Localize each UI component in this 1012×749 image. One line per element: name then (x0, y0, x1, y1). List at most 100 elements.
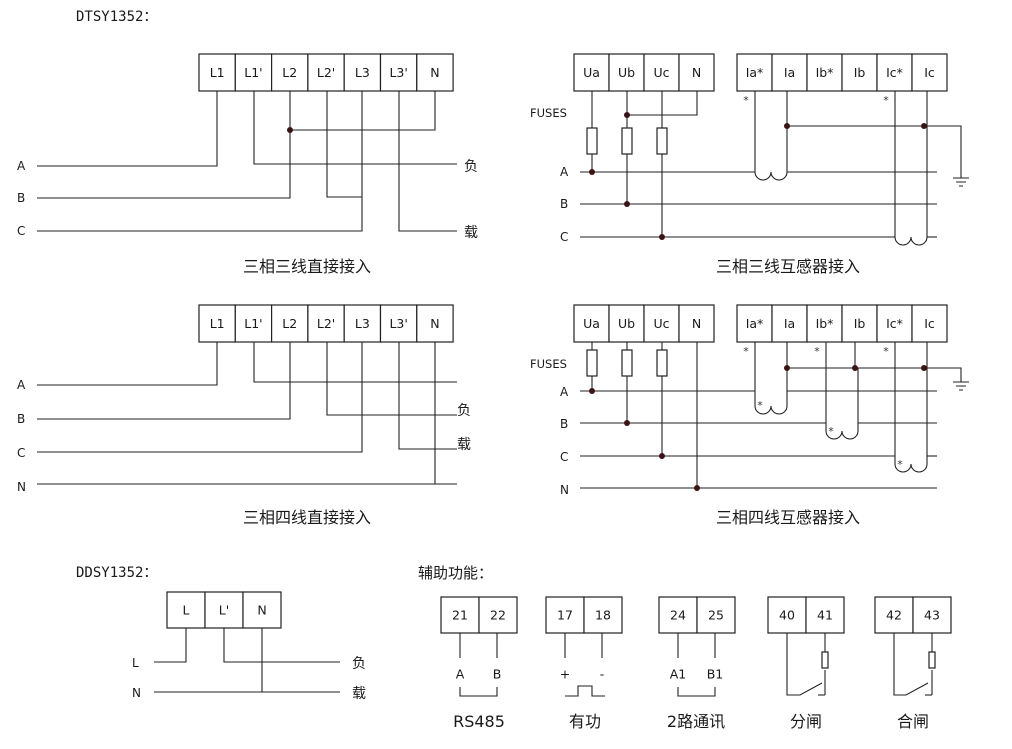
model-title-ddsy: DDSY1352： (76, 565, 157, 581)
terminal-box (416, 304, 454, 343)
terminal-cell: L1' (234, 304, 273, 343)
terminal-cell: 17 (545, 596, 585, 634)
aux-caption: RS485 (453, 712, 505, 731)
terminal-cell: 43 (912, 596, 952, 634)
polarity-mark: * (814, 345, 820, 358)
aux-sub-label: - (600, 667, 605, 682)
terminal-label: Ia* (746, 65, 764, 80)
terminal-cell: L2 (271, 304, 309, 343)
terminal-label: L3' (389, 316, 407, 331)
terminal-cell: Ic (911, 53, 948, 92)
terminal-label: L' (219, 603, 229, 618)
terminal-cell: Ia* (736, 304, 773, 343)
line-label-a: A (560, 385, 569, 399)
load-label: 载 (464, 225, 478, 241)
load-label: 负 (464, 159, 478, 175)
terminal-cell: Ia (771, 304, 808, 343)
line-label-c: C (17, 446, 25, 460)
polarity-mark: * (897, 458, 903, 471)
aux-title: 辅助功能： (418, 564, 493, 582)
terminal-cell: L' (204, 591, 244, 629)
load-label: 载 (352, 686, 366, 702)
aux-caption: 分闸 (790, 712, 822, 731)
terminal-box (911, 53, 948, 92)
line-label-l: L (132, 656, 139, 670)
terminal-box (307, 304, 345, 343)
polarity-mark: * (757, 399, 763, 412)
terminal-label: Ic (924, 316, 935, 331)
terminal-box (876, 53, 913, 92)
aux-sub-label: B1 (707, 667, 724, 682)
terminal-box (736, 304, 773, 343)
terminal-label: N (430, 65, 439, 80)
terminal-label: 25 (708, 608, 724, 623)
terminal-label: Ic (924, 65, 935, 80)
terminal-label: 21 (452, 608, 468, 623)
line-label-a: A (17, 378, 26, 392)
load-label: 载 (457, 437, 471, 453)
polarity-mark: * (743, 345, 749, 358)
terminal-cell: Ub (608, 304, 645, 343)
terminal-box (583, 596, 623, 634)
aux-sub-label: + (560, 667, 570, 682)
terminal-box (911, 304, 948, 343)
line-label-n: N (560, 483, 569, 497)
terminal-cell: 41 (805, 596, 845, 634)
aux-caption: 合闸 (897, 712, 929, 731)
aux-sub-label: B (493, 667, 502, 682)
terminal-box (379, 53, 418, 92)
terminal-label: L3' (389, 65, 407, 80)
terminal-label: N (257, 603, 266, 618)
terminal-cell: Ic* (876, 304, 913, 343)
terminal-cell: 40 (767, 596, 807, 634)
panel-caption: 三相三线互感器接入 (716, 257, 860, 276)
terminal-box (379, 304, 418, 343)
terminal-box (806, 53, 843, 92)
terminal-cell: N (416, 304, 454, 343)
aux-sub-label: A1 (670, 667, 687, 682)
line-label-b: B (560, 197, 568, 211)
panel-caption: 三相四线互感器接入 (716, 508, 860, 527)
terminal-box (478, 596, 518, 634)
terminal-cell: L3 (343, 53, 382, 92)
terminal-cell: N (242, 591, 282, 629)
terminal-label: L2 (282, 316, 297, 331)
terminal-label: 22 (490, 608, 506, 623)
terminal-box (234, 53, 273, 92)
polarity-mark: * (743, 94, 749, 107)
terminal-box (736, 53, 773, 92)
terminal-label: L3 (355, 65, 370, 80)
terminal-label: 24 (670, 608, 686, 623)
line-label-n: N (17, 480, 26, 494)
terminal-label: N (692, 65, 701, 80)
line-label-c: C (560, 230, 568, 244)
terminal-label: 17 (557, 608, 573, 623)
terminal-cell: Ia (771, 53, 808, 92)
terminal-box (573, 53, 610, 92)
terminal-label: Ib (854, 65, 866, 80)
terminal-box (343, 304, 382, 343)
terminal-cell: N (678, 304, 715, 343)
panel-caption: 三相四线直接接入 (243, 508, 371, 527)
terminal-cell: L2' (307, 53, 345, 92)
terminal-cell: N (416, 53, 454, 92)
terminal-cell: 21 (440, 596, 480, 634)
aux-sub-label: A (456, 667, 465, 682)
terminal-box (805, 596, 845, 634)
terminal-cell: 42 (874, 596, 914, 634)
terminal-box (643, 53, 680, 92)
terminal-label: Ub (618, 316, 635, 331)
terminal-label: Ib (854, 316, 866, 331)
terminal-cell: L3 (343, 304, 382, 343)
terminal-cell: Ic (911, 304, 948, 343)
terminal-box (204, 591, 244, 629)
terminal-cell: 24 (658, 596, 698, 634)
line-label-a: A (560, 165, 569, 179)
